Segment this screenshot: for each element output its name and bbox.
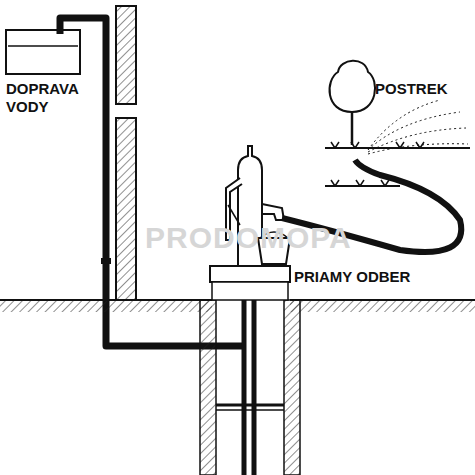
- water-tank: [6, 30, 80, 74]
- plants: [331, 142, 424, 186]
- caption-label: POSTREK: [375, 80, 471, 98]
- valve: [101, 258, 111, 264]
- suction-pipe: [242, 280, 247, 475]
- water-level: [8, 45, 78, 47]
- caption-label: DOPRAVA VODY: [6, 80, 106, 116]
- watermark: PRODOMOPA: [145, 222, 385, 254]
- wall: [116, 118, 136, 300]
- spray: [368, 100, 468, 154]
- ground: [290, 300, 475, 312]
- caption-label: PRIAMY ODBER: [294, 268, 464, 286]
- garden-bed: [325, 148, 470, 186]
- tree: [351, 112, 354, 145]
- pump-spout: [262, 204, 284, 220]
- platform: [210, 266, 290, 282]
- well-wall: [284, 300, 300, 475]
- ground: [0, 300, 212, 312]
- wall: [116, 6, 136, 104]
- well-wall: [200, 300, 216, 475]
